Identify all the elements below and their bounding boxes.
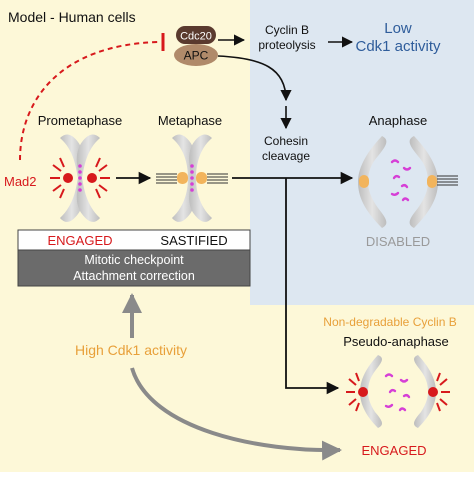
cleaved-cohesin-fragments (390, 159, 412, 202)
anaphase-chromosomes (358, 136, 458, 228)
low-cdk1-line1: Low (384, 20, 412, 37)
arrow-apc-to-cohesin (217, 55, 292, 102)
checkpoint-engaged: ENGAGED (47, 233, 112, 248)
apc-oval (174, 44, 218, 66)
anaphase-kinetochore-left (359, 175, 369, 188)
mad2-label: Mad2 (4, 174, 37, 189)
apc-cdc20-complex: Cdc20 APC (174, 26, 218, 66)
low-cdk1-line2: Cdk1 activity (355, 38, 441, 55)
cyclin-label-2: proteolysis (258, 38, 315, 52)
cohesin-line1: Cohesin (264, 134, 308, 148)
pseudo-right-chromatid (414, 355, 436, 428)
microtubules-right (207, 173, 228, 184)
cdc20-box (176, 26, 216, 44)
anaphase-right-chromatid (409, 136, 438, 228)
checkpoint-box-body (17, 249, 251, 287)
kinetochore-right-orange (196, 172, 207, 184)
cohesin-dots-prometaphase (78, 164, 82, 192)
high-cdk1-label: High Cdk1 activity (75, 342, 187, 358)
stage-anaphase: Anaphase (369, 113, 428, 128)
kinetochore-left-orange (177, 172, 188, 184)
checkpoint-line1: Mitotic checkpoint (84, 253, 184, 267)
pseudo-left-chromatid (360, 355, 382, 428)
pseudo-anaphase-label: Pseudo-anaphase (343, 334, 449, 349)
signal-burst-right (95, 157, 110, 199)
checkpoint-satisfied: SASTIFIED (160, 233, 227, 248)
checkpoint-box: ENGAGED SASTIFIED Mitotic checkpoint Att… (17, 229, 251, 287)
kinetochore-right-red (87, 173, 97, 183)
pseudo-burst-right (436, 372, 450, 412)
checkpoint-line2: Attachment correction (73, 269, 195, 283)
pseudo-anaphase-chromosomes (346, 355, 450, 428)
pseudo-kinetochore-right-red (428, 387, 438, 397)
disabled-label: DISABLED (366, 234, 430, 249)
metaphase-chromosome (156, 134, 228, 222)
anaphase-kinetochore-right (427, 175, 437, 188)
anaphase-left-chromatid (358, 136, 387, 228)
cyclin-label-1: Cyclin B (265, 23, 309, 37)
arrow-high-cdk1-to-engaged (130, 367, 342, 461)
title: Model - Human cells (8, 9, 136, 25)
blue-background (250, 0, 474, 305)
arrow-cohesin-to-pseudo (285, 178, 340, 395)
cohesin-dots-metaphase (190, 164, 194, 192)
signal-burst-left (50, 157, 65, 199)
cdc20-label: Cdc20 (180, 31, 212, 43)
kinetochore-left-red (63, 173, 73, 183)
stage-metaphase: Metaphase (158, 113, 222, 128)
pseudo-kinetochore-left-red (358, 387, 368, 397)
mad2-inhibition-line (19, 41, 159, 161)
pseudo-fragments (384, 373, 411, 412)
nondeg-cyclin-label: Non-degradable Cyclin B (323, 315, 456, 329)
pseudo-burst-left (346, 372, 360, 412)
cohesin-line2: cleavage (262, 149, 310, 163)
apc-label: APC (184, 49, 209, 63)
microtubules-left (156, 173, 177, 184)
engaged-bottom-label: ENGAGED (361, 443, 426, 458)
anaphase-microtubules-right (437, 175, 458, 186)
stage-prometaphase: Prometaphase (38, 113, 123, 128)
prometaphase-chromosome (50, 134, 110, 222)
